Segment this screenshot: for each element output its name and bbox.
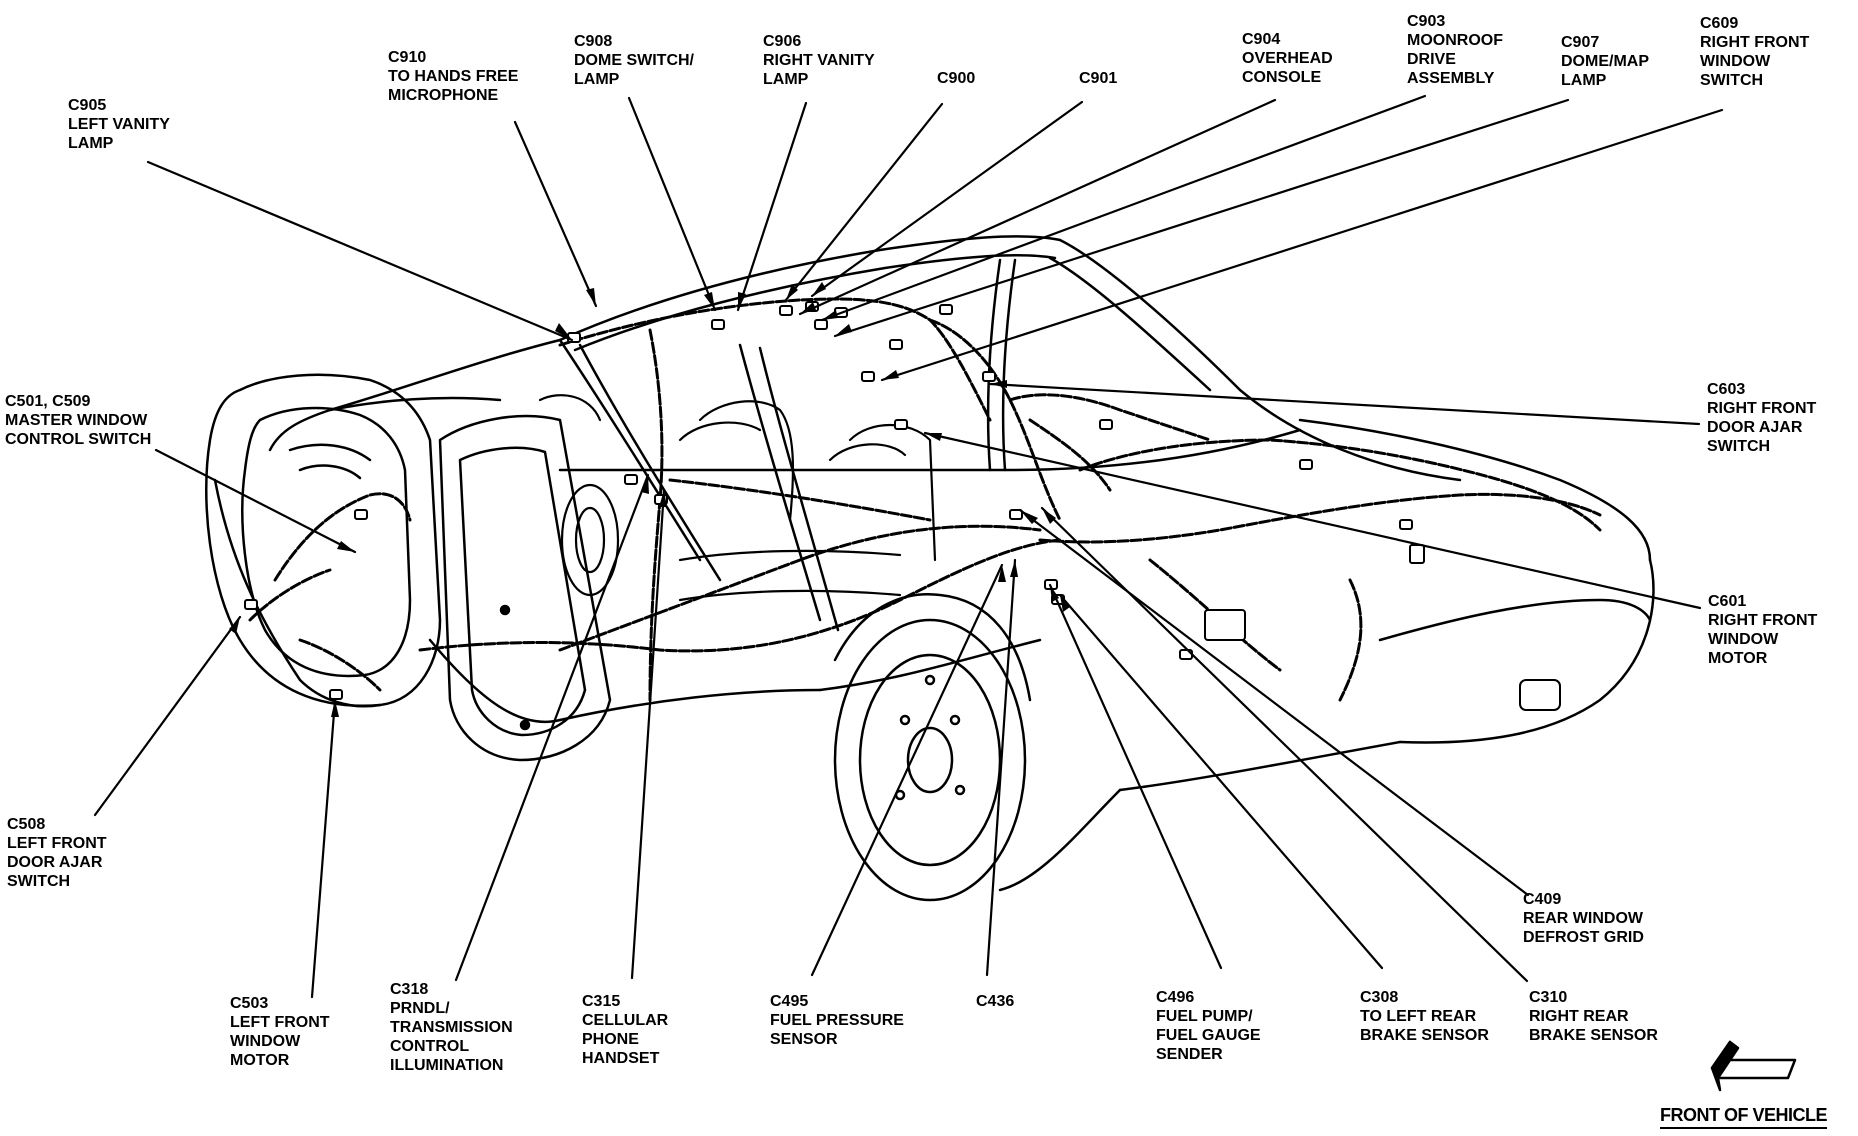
callout-c603: C603 RIGHT FRONT DOOR AJAR SWITCH — [1707, 381, 1817, 455]
callout-c315: C315 CELLULAR PHONE HANDSET — [582, 993, 669, 1067]
callout-c905: C905 LEFT VANITY LAMP — [68, 97, 170, 152]
connectors — [244, 301, 1561, 711]
callout-c906: C906 RIGHT VANITY LAMP — [763, 33, 875, 88]
callout-c910: C910 TO HANDS FREE MICROPHONE — [388, 49, 519, 104]
callout-c901: C901 — [1079, 70, 1118, 87]
callout-c904: C904 OVERHEAD CONSOLE — [1242, 31, 1333, 86]
leader-arrowheads — [229, 282, 1070, 717]
callout-c436: C436 — [976, 993, 1015, 1010]
arrow-icon — [1710, 1040, 1797, 1092]
callout-c495: C495 FUEL PRESSURE SENSOR — [770, 993, 904, 1048]
rear-wheel — [833, 593, 1032, 902]
wiring-harness — [248, 297, 1602, 702]
front-of-vehicle-label: FRONT OF VEHICLE — [1660, 1105, 1828, 1129]
callout-c496: C496 FUEL PUMP/ FUEL GAUGE SENDER — [1156, 989, 1261, 1063]
callout-c409: C409 REAR WINDOW DEFROST GRID — [1523, 891, 1644, 946]
callout-c908: C908 DOME SWITCH/ LAMP — [574, 33, 694, 88]
callout-c310: C310 RIGHT REAR BRAKE SENSOR — [1529, 989, 1658, 1044]
callout-c900: C900 — [937, 70, 976, 87]
interior — [538, 394, 937, 602]
callout-c609: C609 RIGHT FRONT WINDOW SWITCH — [1700, 15, 1810, 89]
callout-c903: C903 MOONROOF DRIVE ASSEMBLY — [1407, 13, 1503, 87]
leader-lines — [93, 94, 1724, 999]
callout-c308: C308 TO LEFT REAR BRAKE SENSOR — [1360, 989, 1489, 1044]
callout-c503: C503 LEFT FRONT WINDOW MOTOR — [230, 995, 330, 1069]
left-rear-door — [438, 414, 612, 762]
callout-c508: C508 LEFT FRONT DOOR AJAR SWITCH — [7, 816, 107, 890]
callout-c907: C907 DOME/MAP LAMP — [1561, 34, 1649, 89]
callout-c501-c509: C501, C509 MASTER WINDOW CONTROL SWITCH — [5, 393, 152, 448]
callout-c318: C318 PRNDL/ TRANSMISSION CONTROL ILLUMIN… — [390, 981, 513, 1074]
callout-c601: C601 RIGHT FRONT WINDOW MOTOR — [1708, 593, 1818, 667]
left-front-door — [205, 373, 442, 707]
